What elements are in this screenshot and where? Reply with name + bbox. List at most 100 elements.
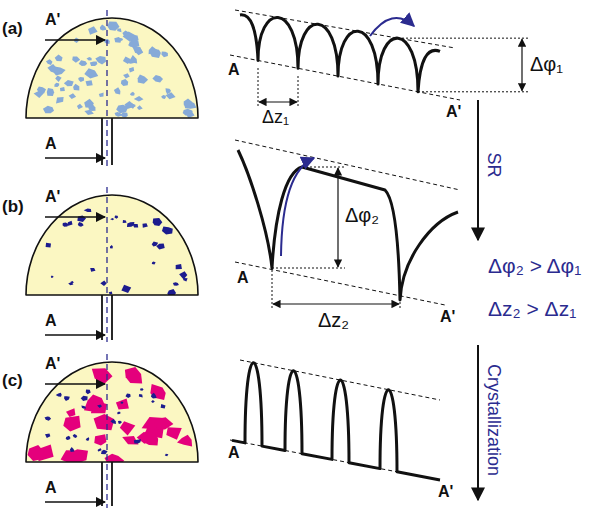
- label: A': [438, 484, 453, 501]
- grain: [118, 421, 122, 424]
- grain: [110, 218, 114, 220]
- grain: [116, 105, 128, 114]
- label: A: [45, 480, 57, 497]
- stem: [111, 462, 113, 506]
- grain: [162, 227, 173, 235]
- grain: [134, 96, 144, 102]
- dim-guide: [272, 268, 345, 269]
- grain: [184, 99, 193, 107]
- grain: [55, 75, 61, 82]
- grain: [161, 404, 166, 408]
- grain: [78, 77, 84, 82]
- grain: [177, 435, 192, 447]
- grain: [84, 208, 92, 212]
- grain: [127, 222, 134, 227]
- grain: [78, 222, 84, 227]
- dim-guide: [418, 91, 528, 92]
- grain: [161, 95, 166, 99]
- grain: [129, 67, 134, 73]
- grain: [51, 275, 54, 278]
- grain: [99, 93, 104, 98]
- label: Δφ₁: [530, 54, 563, 75]
- grain: [63, 416, 80, 432]
- stem: [101, 295, 103, 340]
- grain: [86, 80, 93, 86]
- grain: [149, 49, 161, 58]
- grain: [69, 93, 77, 99]
- grain: [140, 388, 144, 391]
- grain: [123, 73, 130, 78]
- grain: [94, 414, 115, 430]
- grain: [98, 448, 102, 451]
- grain: [86, 390, 91, 395]
- grain: [47, 64, 57, 73]
- cut-line: [106, 354, 107, 508]
- label: (b): [2, 198, 24, 216]
- grain: [186, 110, 195, 118]
- grain: [152, 262, 156, 265]
- grain: [70, 447, 74, 452]
- grain: [137, 105, 143, 110]
- envelope-line: [235, 262, 445, 305]
- grain: [100, 25, 107, 31]
- grain: [153, 218, 163, 226]
- grain: [90, 62, 98, 66]
- grain: [64, 80, 74, 86]
- grain: [107, 21, 119, 30]
- process-arrow: [477, 345, 479, 500]
- grain-group: [28, 367, 193, 466]
- grain: [110, 245, 113, 249]
- label: (c): [2, 372, 23, 390]
- label: Δφ₂ > Δφ₁: [488, 255, 581, 277]
- grain: [166, 427, 182, 440]
- label: A': [45, 189, 60, 206]
- hop-arrow: [281, 158, 314, 256]
- grain: [90, 268, 95, 272]
- grain: [95, 56, 106, 65]
- grain: [116, 398, 129, 409]
- grain: [88, 26, 98, 35]
- grain: [154, 417, 174, 429]
- grain: [79, 60, 88, 66]
- grain: [54, 83, 59, 87]
- grain: [126, 394, 131, 398]
- hop-arrow: [370, 18, 414, 36]
- label: A': [446, 104, 461, 121]
- cut-line: [106, 10, 107, 167]
- label: Δz₂: [318, 310, 349, 331]
- grain: [68, 282, 73, 285]
- grain: [45, 417, 52, 421]
- grain: [165, 454, 169, 457]
- label: Crystallization: [485, 364, 504, 476]
- grain-group: [46, 208, 188, 296]
- grain: [151, 393, 157, 399]
- grain: [121, 285, 131, 293]
- grain: [47, 88, 54, 96]
- grain: [125, 367, 142, 383]
- grain: [123, 31, 136, 41]
- grain: [77, 104, 83, 110]
- grain: [156, 244, 164, 250]
- grain: [101, 450, 108, 455]
- dome-fill: [26, 362, 198, 462]
- potential-curve: [238, 150, 458, 300]
- dim-guide: [298, 76, 299, 106]
- grain: [121, 401, 124, 403]
- grain: [46, 59, 53, 65]
- stem: [101, 462, 103, 506]
- grain: [143, 223, 148, 228]
- stem: [111, 118, 113, 165]
- grain: [60, 87, 65, 91]
- grain: [56, 97, 64, 104]
- grain: [97, 404, 102, 408]
- grain: [121, 79, 128, 86]
- grain: [46, 243, 51, 248]
- cut-arrow: [45, 334, 105, 336]
- grain: [179, 271, 187, 279]
- dome-fill: [26, 195, 198, 295]
- dim-arrow: [259, 101, 297, 102]
- dome-fill: [26, 18, 198, 118]
- cut-arrow: [45, 39, 105, 41]
- potential-curve: [232, 363, 440, 480]
